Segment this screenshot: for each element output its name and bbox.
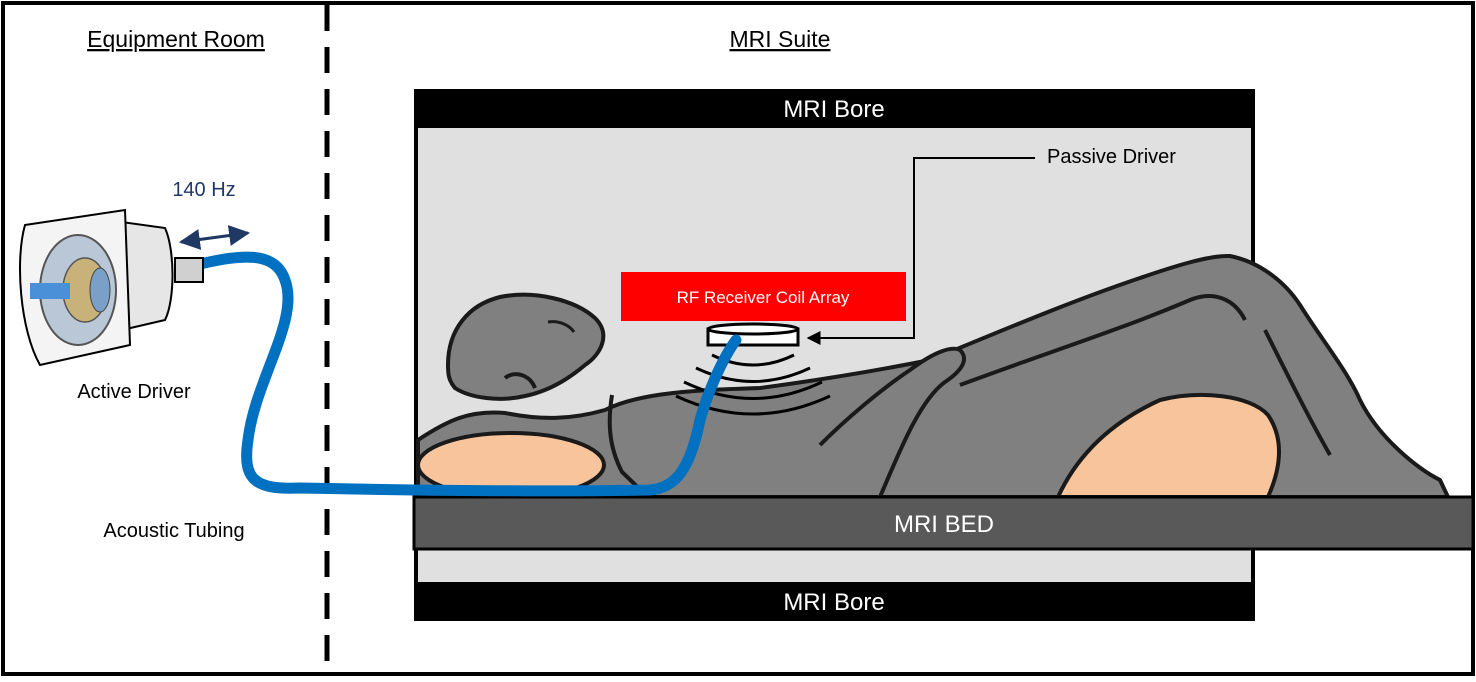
bore-top-label: MRI Bore [783, 96, 884, 123]
active-driver-icon [19, 208, 204, 367]
mri-bed-label: MRI BED [894, 511, 994, 538]
rf-coil-box [621, 272, 906, 321]
active-driver-label: Active Driver [77, 381, 191, 403]
rf-coil-label: RF Receiver Coil Array [677, 288, 850, 307]
vibration-direction-arrow [178, 225, 251, 250]
mri-suite-title: MRI Suite [730, 26, 831, 52]
acoustic-tubing-label: Acoustic Tubing [103, 520, 244, 542]
bore-left-edge [414, 89, 418, 621]
passive-driver [706, 322, 800, 347]
passive-driver-callout [806, 157, 1035, 345]
mri-bed [412, 495, 1475, 551]
bore-bottom-band [414, 582, 1255, 621]
bore-top-band [414, 89, 1255, 128]
acoustic-tubing [194, 251, 742, 497]
equipment-room-title: Equipment Room [87, 26, 265, 52]
knee-cushion [1054, 393, 1281, 499]
passive-driver-label: Passive Driver [1047, 146, 1176, 168]
frequency-label: 140 Hz [172, 179, 235, 201]
bore-bottom-label: MRI Bore [783, 589, 884, 616]
